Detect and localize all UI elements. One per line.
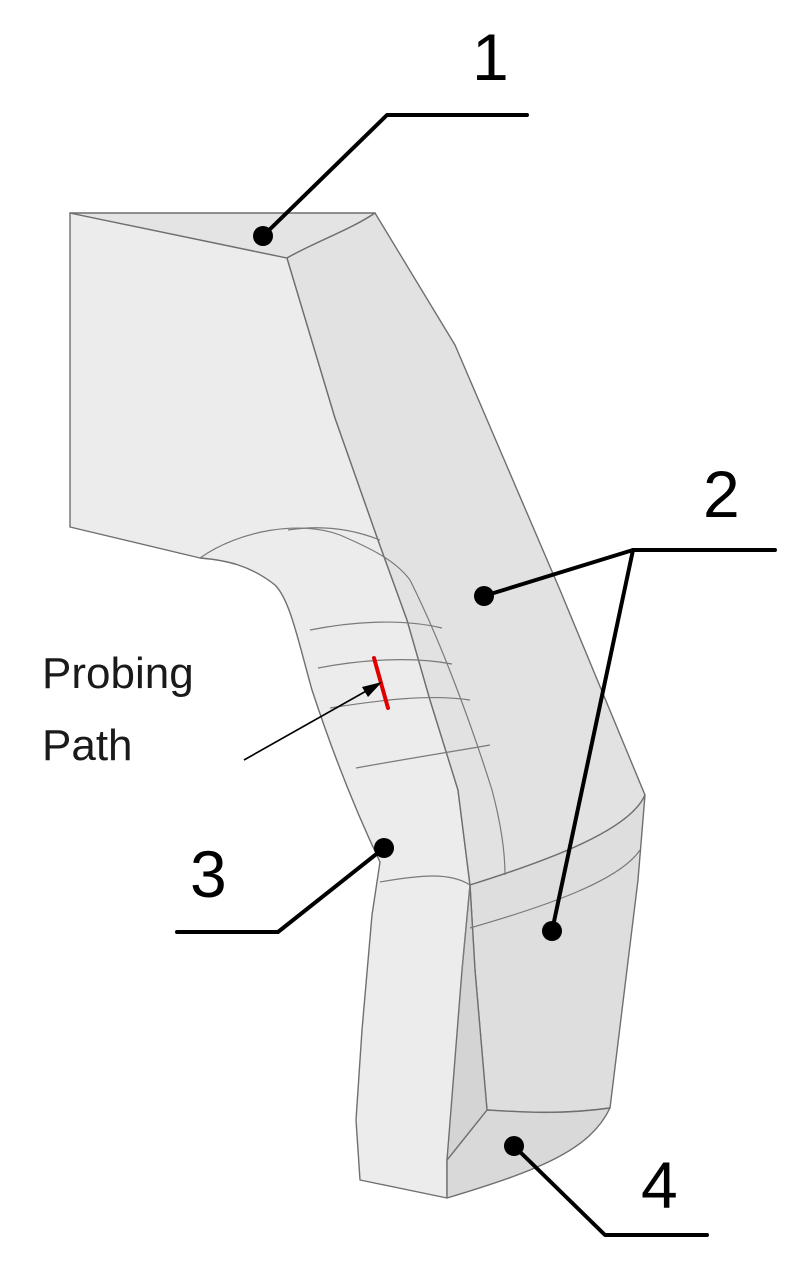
leader-dot-2a	[474, 586, 494, 606]
callout-label-2: 2	[703, 457, 740, 531]
callout-label-4: 4	[641, 1148, 678, 1222]
edge-neck-3	[317, 659, 453, 669]
edge-neck-1	[287, 527, 381, 541]
leaders	[175, 113, 777, 1237]
edge-neck-5	[355, 744, 491, 769]
leader-3	[175, 846, 386, 934]
probing-path-arrow-line	[243, 689, 369, 761]
edge-side-band	[469, 849, 641, 929]
edge-inner-vertical	[461, 884, 471, 971]
leader-dot-1	[253, 226, 273, 246]
leader-dot-3	[374, 838, 394, 858]
leader-dot-4	[504, 1136, 524, 1156]
leader-1	[261, 113, 529, 238]
edge-neck-2	[309, 621, 443, 631]
leader-4	[512, 1144, 709, 1237]
edge-neck-4	[329, 696, 471, 709]
leader-2b	[550, 548, 635, 933]
annotation-probing: Probing	[42, 649, 194, 698]
probing-path-arrowhead	[362, 682, 382, 697]
face-bottom	[446, 1107, 611, 1199]
edge-neck-upper	[199, 527, 411, 581]
labels: 1 2 3 4 Probing Path	[42, 20, 740, 1222]
callout-label-1: 1	[472, 20, 509, 94]
callout-label-3: 3	[190, 837, 227, 911]
leader-dot-2b	[542, 921, 562, 941]
edge-lower-split	[379, 875, 471, 886]
annotation-path: Path	[42, 721, 133, 770]
part-body	[69, 212, 646, 1199]
edge-neck-inner	[409, 579, 506, 876]
